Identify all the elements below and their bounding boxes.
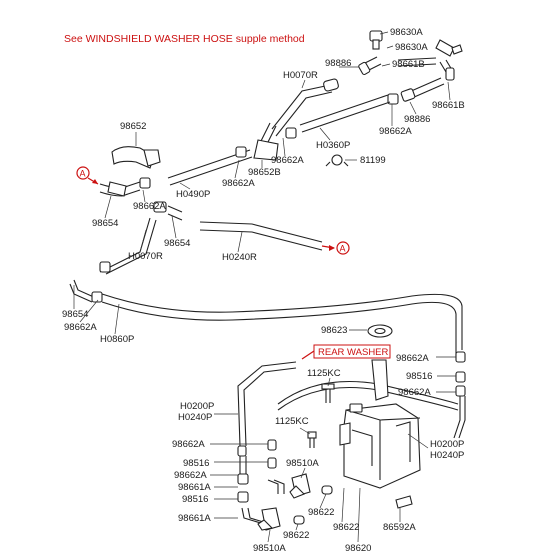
label-h0070r-top: H0070R bbox=[283, 70, 318, 81]
rear-washer-callout: REAR WASHER bbox=[301, 344, 391, 360]
label-98886-mid: 98886 bbox=[404, 114, 430, 125]
label-98661a-b: 98661A bbox=[178, 513, 211, 524]
label-98652b: 98652B bbox=[248, 167, 281, 178]
ref-a-left-text: A bbox=[80, 169, 86, 179]
hose-clip-98652 bbox=[111, 146, 161, 169]
connector-86592a bbox=[395, 495, 413, 509]
label-98654-low: 98654 bbox=[62, 309, 88, 320]
label-98516-r: 98516 bbox=[406, 371, 432, 382]
label-98662a-rw: 98662A bbox=[396, 353, 429, 364]
label-98516-l: 98516 bbox=[183, 458, 209, 469]
label-81199: 81199 bbox=[360, 155, 386, 166]
clamp-81199 bbox=[325, 154, 349, 167]
label-98623: 98623 bbox=[321, 325, 347, 336]
header-note: See WINDSHIELD WASHER HOSE supple method bbox=[64, 33, 305, 45]
label-h0070r-mid: H0070R bbox=[128, 251, 163, 262]
label-98516-l2: 98516 bbox=[182, 494, 208, 505]
label-98662a-low: 98662A bbox=[64, 322, 97, 333]
reference-a-left: A bbox=[76, 166, 99, 185]
leader-lines bbox=[73, 31, 456, 543]
label-98630a: 98630A bbox=[395, 42, 428, 53]
label-98662a-r2: 98662A bbox=[398, 387, 431, 398]
label-98661a-a: 98661A bbox=[178, 482, 211, 493]
label-h0200p-r: H0200P bbox=[430, 439, 464, 450]
label-h0490p: H0490P bbox=[176, 189, 210, 200]
rear-washer-text: REAR WASHER bbox=[318, 347, 389, 358]
label-98652: 98652 bbox=[120, 121, 146, 132]
label-1125kc-mid: 1125KC bbox=[275, 416, 309, 427]
label-98662a-mid: 98662A bbox=[271, 155, 304, 166]
label-98886-top: 98886 bbox=[325, 58, 351, 69]
label-98630a-top: 98630A bbox=[390, 27, 423, 38]
label-98661b-a: 98661B bbox=[392, 59, 425, 70]
washer-reservoir-98620 bbox=[339, 359, 421, 489]
hose-top-right bbox=[285, 56, 455, 139]
label-h0860p: H0860P bbox=[100, 334, 134, 345]
label-86592a: 86592A bbox=[383, 522, 416, 533]
pump-98510a-bottom bbox=[257, 507, 281, 531]
grommet-98622 bbox=[293, 485, 333, 525]
cap-98623 bbox=[367, 324, 393, 338]
bolt-1125kc-mid bbox=[307, 431, 317, 448]
label-98654-mid: 98654 bbox=[164, 238, 190, 249]
hose-h0240r: A bbox=[199, 221, 350, 255]
hose-right-vertical bbox=[453, 351, 466, 439]
label-98654-left: 98654 bbox=[92, 218, 118, 229]
label-98620: 98620 bbox=[345, 543, 371, 554]
label-98662a-c: 98662A bbox=[222, 178, 255, 189]
hose-h0070r-mid bbox=[99, 201, 183, 275]
part-labels: 98630A 98630A 98886 H0070R 98661B 98661B… bbox=[62, 27, 465, 554]
label-1125kc-top: 1125KC bbox=[307, 368, 341, 379]
label-h0240p-l: H0240P bbox=[178, 412, 212, 423]
bolt-1125kc-top bbox=[321, 383, 335, 403]
label-98622-c: 98622 bbox=[283, 530, 309, 541]
label-98510a-mid: 98510A bbox=[286, 458, 319, 469]
elbow-98654-top bbox=[99, 181, 141, 197]
label-h0240p-r: H0240P bbox=[430, 450, 464, 461]
label-98662a-right: 98662A bbox=[379, 126, 412, 137]
pump-98510a-mid bbox=[289, 473, 311, 499]
washer-nozzle-top bbox=[369, 30, 463, 57]
label-98622-b: 98622 bbox=[333, 522, 359, 533]
label-98661b-b: 98661B bbox=[432, 100, 465, 111]
label-h0200p-l: H0200P bbox=[180, 401, 214, 412]
label-98662a-l3: 98662A bbox=[172, 439, 205, 450]
hose-h0860p bbox=[69, 279, 463, 358]
label-98662a-l4: 98662A bbox=[174, 470, 207, 481]
label-98662a-left: 98662A bbox=[133, 201, 166, 212]
label-h0360p: H0360P bbox=[316, 140, 350, 151]
label-98622-a: 98622 bbox=[308, 507, 334, 518]
label-98510a-bottom: 98510A bbox=[253, 543, 286, 554]
hose-upper-diagonal bbox=[139, 78, 339, 189]
ref-a-right-text: A bbox=[340, 244, 346, 254]
label-h0240r: H0240R bbox=[222, 252, 257, 263]
